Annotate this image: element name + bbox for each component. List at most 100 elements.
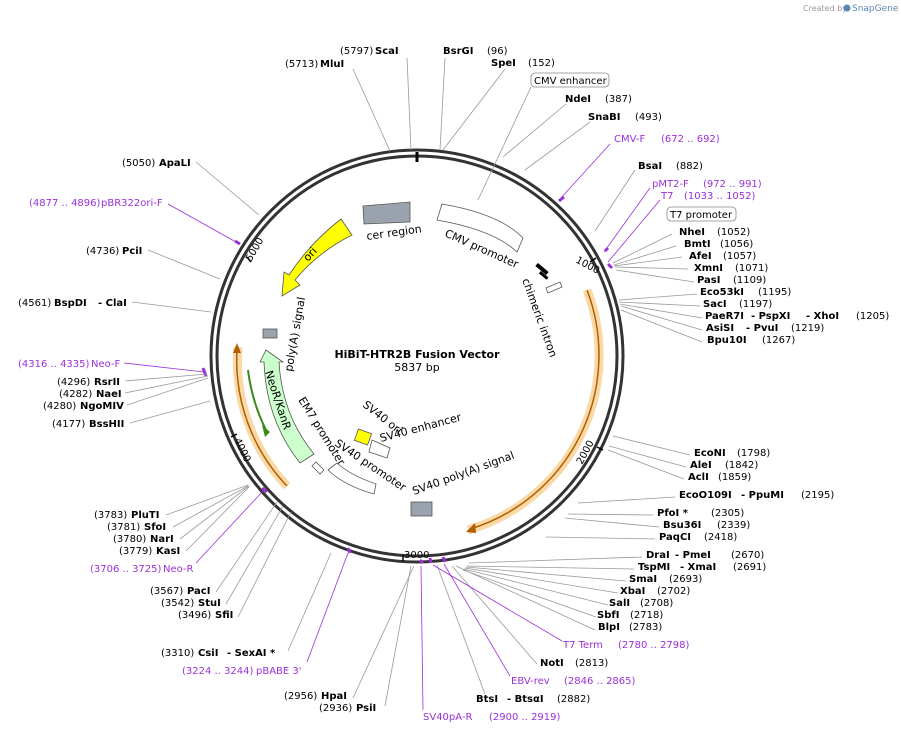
sv40-polya-feature <box>410 501 433 517</box>
primer-pbabe3-pos: (3224 .. 3244) <box>182 666 254 677</box>
orf-arc-right-line <box>469 289 600 530</box>
site-pvui: - PvuI <box>746 323 778 334</box>
cmv-promoter-feature <box>436 203 524 253</box>
site-sfii: SfiI <box>215 610 233 621</box>
site-apali: ApaLI <box>159 158 191 169</box>
site-bsu36i: Bsu36I <box>663 520 701 531</box>
site-pfoi-pos: (2305) <box>711 508 744 519</box>
site-pcii: PciI <box>122 246 142 257</box>
site-spei-pos: (152) <box>528 58 555 69</box>
intron-arrow <box>545 281 563 294</box>
site-eco53ki-pos: (1195) <box>758 287 791 298</box>
primer-sv40par: SV40pA-R <box>423 712 472 723</box>
tick-2000-mark <box>596 446 604 451</box>
site-acli: AclI <box>688 472 709 483</box>
sv40-ori-feature <box>353 428 373 446</box>
site-bsai-pos: (882) <box>676 161 703 172</box>
site-paqci-pos: (2418) <box>704 532 737 543</box>
site-ppumi: - PpuMI <box>741 490 784 501</box>
site-xmai-pos: (2691) <box>733 562 766 573</box>
polya-label: poly(A) signal <box>282 296 308 373</box>
site-paqci: PaqCI <box>659 532 691 543</box>
t7-promoter-label: T7 promoter <box>669 210 733 221</box>
site-bmti-pos: (1056) <box>720 239 753 250</box>
site-scai-pos: (5797) <box>340 46 373 57</box>
site-nhei-pos: (1052) <box>717 227 750 238</box>
site-bpu10i: Bpu10I <box>707 335 747 346</box>
tick-4000-mark <box>230 433 238 438</box>
intron-block-1 <box>535 262 549 276</box>
primer-mark-neof <box>201 367 208 377</box>
map-length: 5837 bp <box>394 361 439 374</box>
site-snabi-pos: (493) <box>635 112 662 123</box>
site-snabi: SnaBI <box>588 112 620 123</box>
primer-mark-pbabe3 <box>346 547 352 554</box>
site-sbfi: SbfI <box>597 610 619 621</box>
primer-neof: Neo-F <box>91 359 121 370</box>
site-nhei: NheI <box>679 227 705 238</box>
site-acli-pos: (1859) <box>718 472 751 483</box>
site-eco53ki: Eco53kI <box>700 287 744 298</box>
primer-ebvrev-pos: (2846 .. 2865) <box>564 676 636 687</box>
orf-arc-left-line <box>235 349 288 487</box>
cmv-enhancer-label: CMV enhancer <box>534 76 608 87</box>
site-blpi: BlpI <box>598 622 620 633</box>
site-kasi-pos: (3779) <box>119 546 152 557</box>
primer-neof-pos: (4316 .. 4335) <box>18 359 90 370</box>
site-sfii-pos: (3496) <box>178 610 211 621</box>
site-pcii-pos: (4736) <box>86 246 119 257</box>
site-mlui-pos: (5713) <box>285 59 318 70</box>
sv40-enhancer-feature <box>368 439 391 459</box>
site-alei: AleI <box>690 460 712 471</box>
primer-ebvrev: EBV-rev <box>511 676 550 687</box>
site-pmei: - PmeI <box>675 550 711 561</box>
site-kasi: KasI <box>156 546 180 557</box>
primer-mark-ebvrev <box>441 556 447 563</box>
site-tspmi: TspMI <box>638 562 670 573</box>
site-saci-pos: (1197) <box>739 299 772 310</box>
tick-5000-mark <box>246 256 252 263</box>
primer-t7term: T7 Term <box>562 640 603 651</box>
site-pluti-pos: (3783) <box>94 510 127 521</box>
site-pvui-pos: (1219) <box>791 323 824 334</box>
primer-t7-pos: (1033 .. 1052) <box>684 191 756 202</box>
snapgene-logo: SnapGene <box>852 4 899 14</box>
site-rsrii-pos: (4296) <box>57 377 90 388</box>
site-bsshii-pos: (4177) <box>52 419 85 430</box>
tick-1000-mark <box>589 257 597 263</box>
site-ngomiv-pos: (4280) <box>43 401 76 412</box>
site-bspdi: BspDI <box>54 298 87 309</box>
neor-green-arrow <box>262 425 270 437</box>
site-afei: AfeI <box>689 251 712 262</box>
site-asisi: AsiSI <box>706 323 734 334</box>
primer-cmvf-pos: (672 .. 692) <box>661 134 720 145</box>
primer-neor: Neo-R <box>163 564 194 575</box>
backbone-outer-ring <box>209 148 625 564</box>
site-nari: NarI <box>150 534 174 545</box>
polya-feature <box>262 328 278 339</box>
site-sexai: - SexAI * <box>227 648 276 659</box>
site-bsu36i-pos: (2339) <box>717 520 750 531</box>
site-econi: EcoNI <box>694 448 726 459</box>
site-smai-pos: (2693) <box>669 574 702 585</box>
site-alei-pos: (1842) <box>725 460 758 471</box>
primer-mark-cmvf <box>558 195 565 203</box>
site-leader-lines <box>124 57 703 707</box>
site-paer7i: PaeR7I <box>705 311 744 322</box>
site-pmei-pos: (2670) <box>731 550 764 561</box>
t7-promoter-box <box>666 206 737 222</box>
primer-t7: T7 <box>660 191 673 202</box>
site-noti-pos: (2813) <box>575 658 608 669</box>
site-ecoo109i: EcoO109I <box>679 490 732 501</box>
cmv-enhancer-box <box>530 72 610 88</box>
site-ndei: NdeI <box>565 94 591 105</box>
credit-prefix: Created by <box>803 4 847 13</box>
site-bsshii: BssHII <box>89 419 124 430</box>
site-sali: SalI <box>609 598 630 609</box>
sv40-polya-label: SV40 poly(A) signal <box>411 449 516 498</box>
primer-pbr322: pBR322ori-F <box>101 198 163 209</box>
primer-t7term-pos: (2780 .. 2798) <box>618 640 690 651</box>
map-title: HiBiT-HTR2B Fusion Vector <box>334 348 500 361</box>
tick-3000: 3000 <box>404 550 429 561</box>
cer-region-label: cer region <box>366 222 423 243</box>
